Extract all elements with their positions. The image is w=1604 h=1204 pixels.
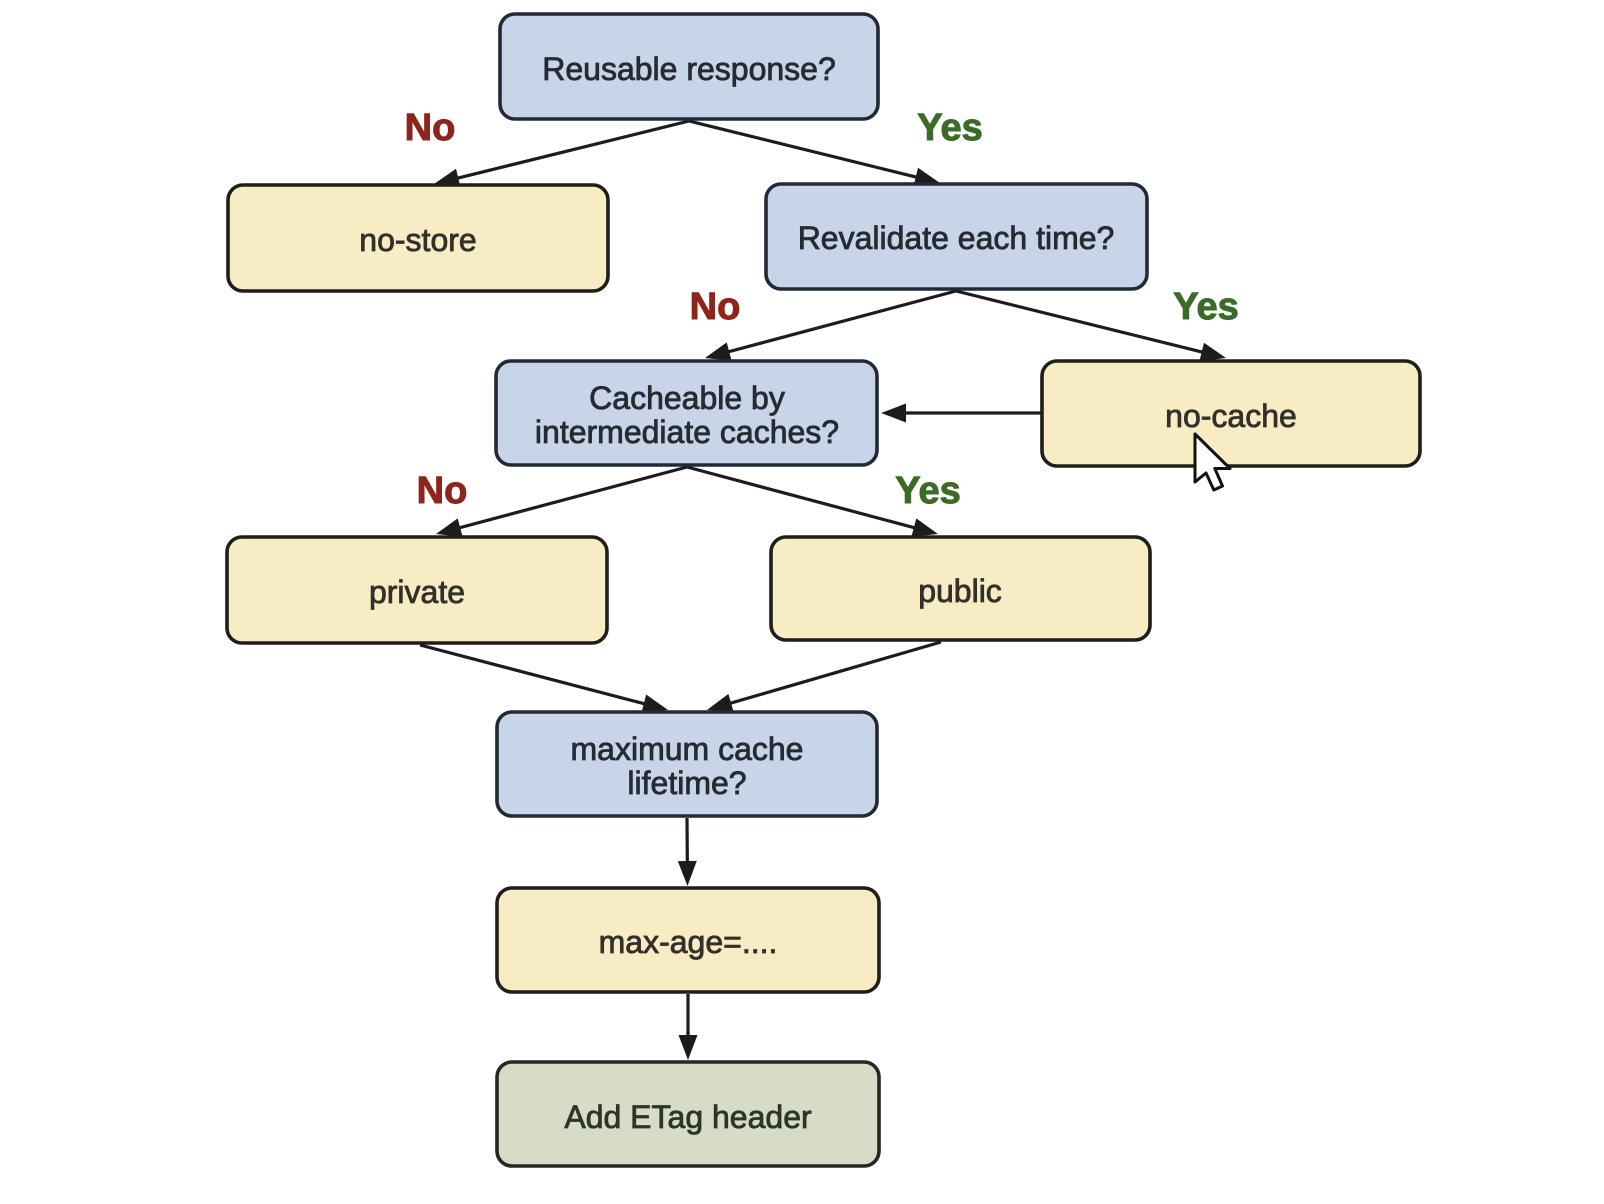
svg-text:No: No: [405, 107, 456, 149]
svg-text:maximum cache: maximum cache: [571, 731, 804, 767]
svg-text:Yes: Yes: [917, 107, 983, 149]
svg-text:no-store: no-store: [359, 222, 476, 258]
svg-text:no-cache: no-cache: [1165, 398, 1297, 434]
svg-text:No: No: [417, 470, 468, 512]
svg-text:No: No: [690, 286, 741, 328]
svg-text:lifetime?: lifetime?: [627, 765, 746, 801]
svg-text:Revalidate each time?: Revalidate each time?: [798, 220, 1115, 256]
svg-text:Yes: Yes: [895, 470, 961, 512]
svg-text:Yes: Yes: [1173, 286, 1239, 328]
svg-text:private: private: [369, 574, 465, 610]
svg-text:Add ETag header: Add ETag header: [564, 1099, 812, 1135]
svg-text:Reusable response?: Reusable response?: [542, 51, 836, 87]
svg-text:intermediate caches?: intermediate caches?: [535, 414, 839, 450]
svg-text:Cacheable by: Cacheable by: [589, 380, 785, 416]
svg-text:public: public: [918, 573, 1002, 609]
svg-text:max-age=....: max-age=....: [599, 924, 778, 960]
